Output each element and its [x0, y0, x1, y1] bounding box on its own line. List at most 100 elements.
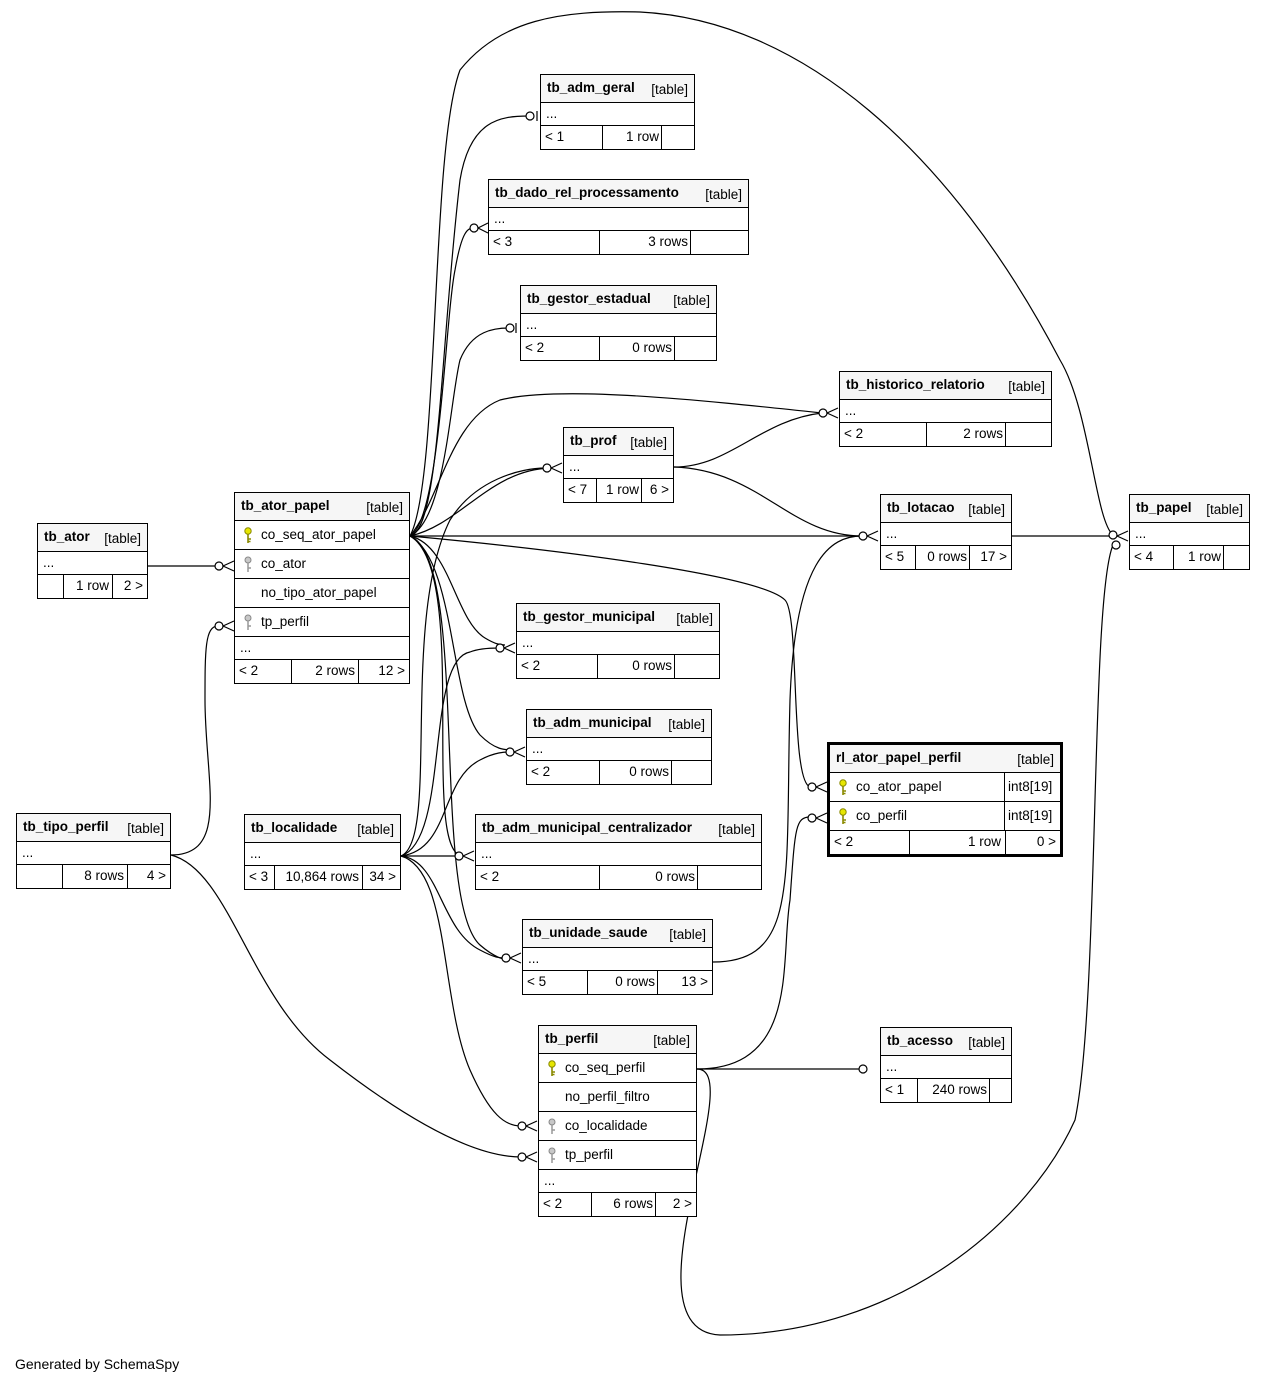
- children-count[interactable]: 17 >: [969, 546, 1011, 569]
- column-row[interactable]: co_ator_papel int8[19]: [830, 773, 1060, 802]
- table-tb_localidade[interactable]: tb_localidade [table] ... < 3 10,864 row…: [244, 814, 401, 890]
- parents-count[interactable]: < 2: [480, 869, 500, 884]
- table-rl_ator_papel_perfil[interactable]: rl_ator_papel_perfil [table] co_ator_pap…: [827, 742, 1063, 857]
- table-name[interactable]: tb_acesso: [887, 1033, 954, 1048]
- parents-count[interactable]: [38, 575, 63, 598]
- table-name[interactable]: tb_localidade: [251, 820, 338, 835]
- column-row[interactable]: tp_perfil: [235, 608, 409, 637]
- children-count[interactable]: 2 >: [112, 575, 147, 598]
- children-count[interactable]: [697, 866, 761, 889]
- crowfoot-marker: [1116, 530, 1129, 542]
- edge-marker: [525, 111, 535, 121]
- children-count[interactable]: [989, 1079, 1011, 1102]
- table-tb_lotacao[interactable]: tb_lotacao [table] ... < 5 0 rows 17 >: [880, 494, 1012, 570]
- column-row[interactable]: co_ator: [235, 550, 409, 579]
- parents-count[interactable]: < 2: [521, 658, 541, 673]
- parents-count[interactable]: < 2: [531, 764, 551, 779]
- children-count[interactable]: [674, 337, 716, 360]
- table-name[interactable]: tb_ator: [44, 529, 90, 544]
- children-count[interactable]: [661, 126, 694, 149]
- parents-count[interactable]: < 2: [844, 426, 864, 441]
- table-tb_papel[interactable]: tb_papel [table] ... < 4 1 row: [1129, 494, 1250, 570]
- table-name[interactable]: tb_gestor_municipal: [523, 609, 656, 624]
- table-name[interactable]: tb_ator_papel: [241, 498, 330, 513]
- table-name[interactable]: tb_dado_rel_processamento: [495, 185, 679, 200]
- ellipsis-text: ...: [886, 1059, 898, 1074]
- parents-count[interactable]: < 5: [527, 974, 547, 989]
- column-type: int8[19]: [1004, 802, 1060, 830]
- table-name[interactable]: tb_prof: [570, 433, 617, 448]
- column-name: tp_perfil: [565, 1147, 614, 1162]
- table-tb_adm_municipal[interactable]: tb_adm_municipal [table] ... < 2 0 rows: [526, 709, 712, 785]
- column-row[interactable]: no_tipo_ator_papel: [235, 579, 409, 608]
- parents-count[interactable]: < 2: [239, 663, 259, 678]
- ellipsis-text: ...: [240, 640, 252, 655]
- children-count[interactable]: 2 >: [655, 1193, 696, 1216]
- table-name[interactable]: tb_adm_municipal: [533, 715, 652, 730]
- table-name[interactable]: tb_historico_relatorio: [846, 377, 985, 392]
- parents-count[interactable]: [17, 865, 62, 888]
- parents-count[interactable]: < 3: [493, 234, 513, 249]
- table-tb_perfil[interactable]: tb_perfil [table] co_seq_perfil no_perfi…: [538, 1025, 697, 1217]
- children-count[interactable]: 13 >: [657, 971, 712, 994]
- children-count[interactable]: [1223, 546, 1249, 569]
- parents-count[interactable]: < 2: [834, 834, 854, 849]
- children-count[interactable]: [1005, 423, 1051, 446]
- edge-marker: [807, 813, 817, 823]
- table-tb_prof[interactable]: tb_prof [table] ... < 7 1 row 6 >: [563, 427, 674, 503]
- table-tb_acesso[interactable]: tb_acesso [table] ... < 1 240 rows: [880, 1027, 1012, 1103]
- edge-tb_localidade-tb_adm_municipal: [400, 751, 511, 857]
- column-ellipsis: ...: [521, 314, 716, 337]
- column-ellipsis: ...: [489, 208, 748, 231]
- parents-count[interactable]: < 2: [525, 340, 545, 355]
- table-name[interactable]: tb_papel: [1136, 500, 1192, 515]
- children-count[interactable]: 34 >: [362, 866, 400, 889]
- edge-tb_localidade-tb_gestor_municipal: [400, 647, 500, 857]
- table-tb_ator[interactable]: tb_ator [table] ... 1 row 2 >: [37, 523, 148, 599]
- children-count[interactable]: [674, 655, 719, 678]
- children-count[interactable]: 0 >: [1005, 831, 1060, 854]
- table-name[interactable]: rl_ator_papel_perfil: [836, 750, 962, 765]
- children-count[interactable]: 4 >: [127, 865, 170, 888]
- table-name[interactable]: tb_unidade_saude: [529, 925, 648, 940]
- table-tb_historico_relatorio[interactable]: tb_historico_relatorio [table] ... < 2 2…: [839, 371, 1052, 447]
- parents-count[interactable]: < 4: [1134, 549, 1154, 564]
- table-tb_unidade_saude[interactable]: tb_unidade_saude [table] ... < 5 0 rows …: [522, 919, 713, 995]
- column-row[interactable]: co_seq_perfil: [539, 1054, 696, 1083]
- table-name[interactable]: tb_lotacao: [887, 500, 955, 515]
- table-tb_ator_papel[interactable]: tb_ator_papel [table] co_seq_ator_papel …: [234, 492, 410, 684]
- table-tb_dado_rel_processamento[interactable]: tb_dado_rel_processamento [table] ... < …: [488, 179, 749, 255]
- table-tb_gestor_estadual[interactable]: tb_gestor_estadual [table] ... < 2 0 row…: [520, 285, 717, 361]
- table-name[interactable]: tb_perfil: [545, 1031, 599, 1046]
- children-count[interactable]: [671, 761, 711, 784]
- children-count[interactable]: 12 >: [358, 660, 409, 683]
- parents-count[interactable]: < 1: [545, 129, 565, 144]
- parents-count[interactable]: < 2: [543, 1196, 563, 1211]
- table-name[interactable]: tb_adm_municipal_centralizador: [482, 820, 693, 835]
- table-tb_gestor_municipal[interactable]: tb_gestor_municipal [table] ... < 2 0 ro…: [516, 603, 720, 679]
- parents-count[interactable]: < 7: [568, 482, 588, 497]
- parents-count[interactable]: < 1: [885, 1082, 905, 1097]
- column-row[interactable]: co_perfil int8[19]: [830, 802, 1060, 831]
- table-name[interactable]: tb_tipo_perfil: [23, 819, 109, 834]
- ellipsis-text: ...: [250, 846, 262, 861]
- crowfoot-marker: [513, 746, 526, 758]
- parents-count[interactable]: < 5: [885, 549, 905, 564]
- column-row[interactable]: no_perfil_filtro: [539, 1083, 696, 1112]
- table-tb_adm_geral[interactable]: tb_adm_geral [table] ... < 1 1 row: [540, 74, 695, 150]
- column-row[interactable]: co_seq_ator_papel: [235, 521, 409, 550]
- table-name[interactable]: tb_adm_geral: [547, 80, 635, 95]
- edge-tb_ator_papel-tb_adm_geral: [409, 115, 530, 537]
- children-count[interactable]: 6 >: [641, 479, 673, 502]
- ellipsis-text: ...: [22, 845, 34, 860]
- table-footer: < 3 3 rows: [489, 231, 748, 254]
- column-row[interactable]: tp_perfil: [539, 1141, 696, 1170]
- table-tb_adm_municipal_centralizador[interactable]: tb_adm_municipal_centralizador [table] .…: [475, 814, 762, 890]
- table-name[interactable]: tb_gestor_estadual: [527, 291, 651, 306]
- children-count[interactable]: [690, 231, 748, 254]
- crowfoot-marker: [866, 530, 879, 542]
- column-ellipsis: ...: [245, 843, 400, 866]
- parents-count[interactable]: < 3: [249, 869, 269, 884]
- table-tb_tipo_perfil[interactable]: tb_tipo_perfil [table] ... 8 rows 4 >: [16, 813, 171, 889]
- column-row[interactable]: co_localidade: [539, 1112, 696, 1141]
